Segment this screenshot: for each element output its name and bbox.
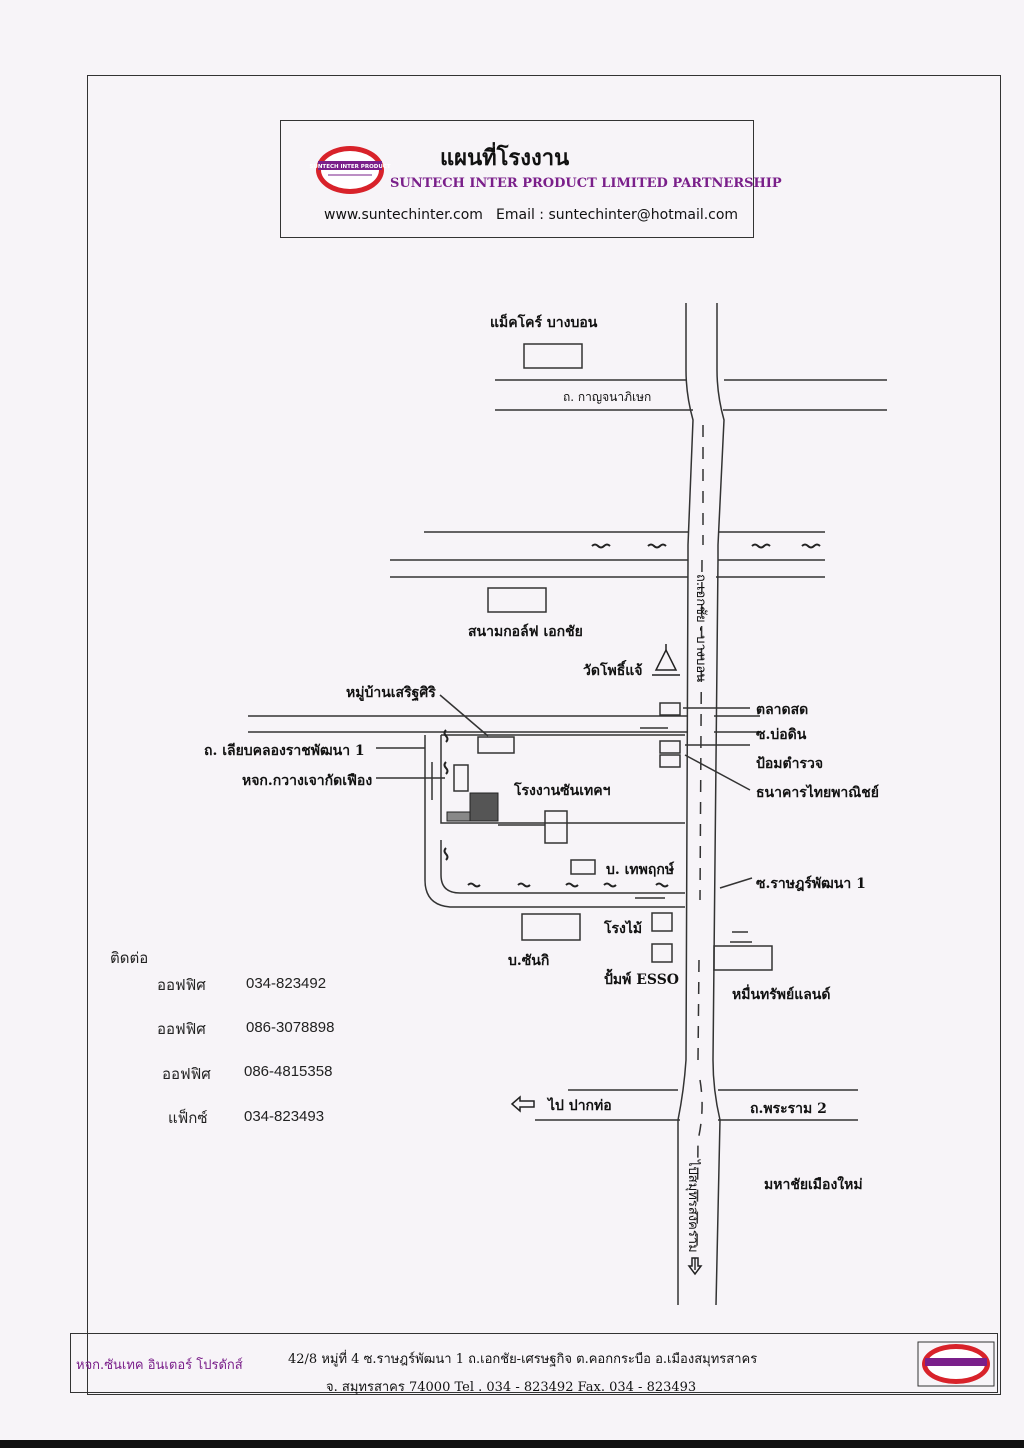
label-ekachai-road: ถ.เอกชัย - บางบอน [693,574,708,683]
email-link[interactable]: Email : suntechinter@hotmail.com [496,207,739,223]
contact-phone: 034-823492 [246,975,327,992]
label-kanchanaphisek: ถ. กาญจนาภิเษก [563,390,652,404]
scan-bottom-edge [0,1440,1024,1448]
building-makro [523,343,583,369]
label-to-paknam: ไป ปากท่อ [548,1098,612,1114]
building-sunki [521,913,581,941]
company-logo: SUNTECH INTER PRODUCT [309,146,391,194]
company-name: SUNTECH INTER PRODUCT LIMITED PARTNERSHI… [390,176,782,191]
website-link[interactable]: www.suntechinter.com [324,207,483,223]
building-police [659,740,681,754]
contact-heading: ติดต่อ [110,950,149,967]
label-bank: ธนาคารไทยพาณิชย์ [756,785,879,801]
main-road-east-edge [712,303,725,1306]
logo-text: SUNTECH INTER PRODUCT [309,164,390,170]
map-title: แผนที่โรงงาน [440,146,570,171]
building-market [659,702,681,716]
soi-ratpattana-inner [440,840,685,894]
leader-village [439,694,489,737]
arrow-left-icon [510,1095,535,1113]
building-muensap [713,945,773,971]
main-road-centre-line [696,425,704,1251]
label-sawmill: โรงไม้ [604,921,643,937]
building-office [544,810,568,844]
label-soi-ratpattana: ซ.ราษฎร์พัฒนา 1 [756,876,866,892]
contact-phone: 086-3078898 [246,1019,335,1036]
label-soi-bodin: ซ.บ่อดิน [756,727,807,743]
building-village [477,736,515,754]
arrow-down-icon [687,1257,703,1276]
contact-fax: 034-823493 [244,1108,325,1125]
soi-ratpattana-outer [424,735,685,908]
building-gear-factory [453,764,469,792]
building-bank [659,754,681,768]
label-to-samut-songkhram: ไปสมุทรสงคราม [685,1160,700,1253]
label-police: ป้อมตำรวจ [756,756,824,772]
contact-phone: 086-4815358 [244,1063,333,1080]
leader-soi [719,877,753,889]
contact-label: แฟ็กซ์ [168,1110,208,1127]
contact-label: ออฟฟิศ [157,1021,206,1038]
factory-block-inner [440,735,685,824]
building-golf [487,587,547,613]
contact-label: ออฟฟิศ [162,1066,211,1083]
building-thepharuk [570,859,596,875]
label-temple: วัดโพธิ์แจ้ [583,663,643,679]
contact-label: ออฟฟิศ [157,977,206,994]
footer-address-line2: จ. สมุทรสาคร 74000 Tel . 034 - 823492 Fa… [326,1380,697,1395]
suntech-factory-building [446,792,499,822]
label-golf: สนามกอล์ฟ เอกชัย [468,624,583,640]
label-market: ตลาดสด [756,702,809,718]
main-road-west-edge [677,303,694,1305]
leader-bank [684,754,751,791]
label-rama2: ถ.พระราม 2 [750,1101,827,1117]
building-esso [651,943,673,963]
label-makro: แม็คโคร์ บางบอน [490,315,598,331]
footer-company-name: หจก.ซันเทค อินเตอร์ โปรดักส์ [76,1358,243,1373]
label-village: หมู่บ้านเสริฐศิริ [346,685,436,701]
label-mahachai: มหาชัยเมืองใหม่ [764,1177,863,1193]
label-esso: ปั้มพ์ ESSO [604,972,679,988]
page-frame [87,75,1001,1395]
footer-box [70,1333,998,1393]
temple-icon [652,644,680,676]
label-canal-road: ถ. เลียบคลองราชพัฒนา 1 [204,743,365,759]
footer-address-line1: 42/8 หมู่ที่ 4 ซ.ราษฎร์พัฒนา 1 ถ.เอกชัย-… [288,1352,758,1367]
footer-logo [917,1341,995,1387]
label-gear-factory: หจก.กวางเจากัดเฟือง [242,773,373,789]
label-sunki: บ.ซันกิ [508,953,550,969]
label-suntech-factory: โรงงานซันเทคฯ [514,783,611,799]
label-thepharuk: บ. เทพฤกษ์ [606,862,675,878]
building-sawmill [651,912,673,932]
canal-waves [443,543,821,888]
label-muensap: หมื่นทรัพย์แลนด์ [732,987,831,1003]
bridge-marks [635,727,752,943]
